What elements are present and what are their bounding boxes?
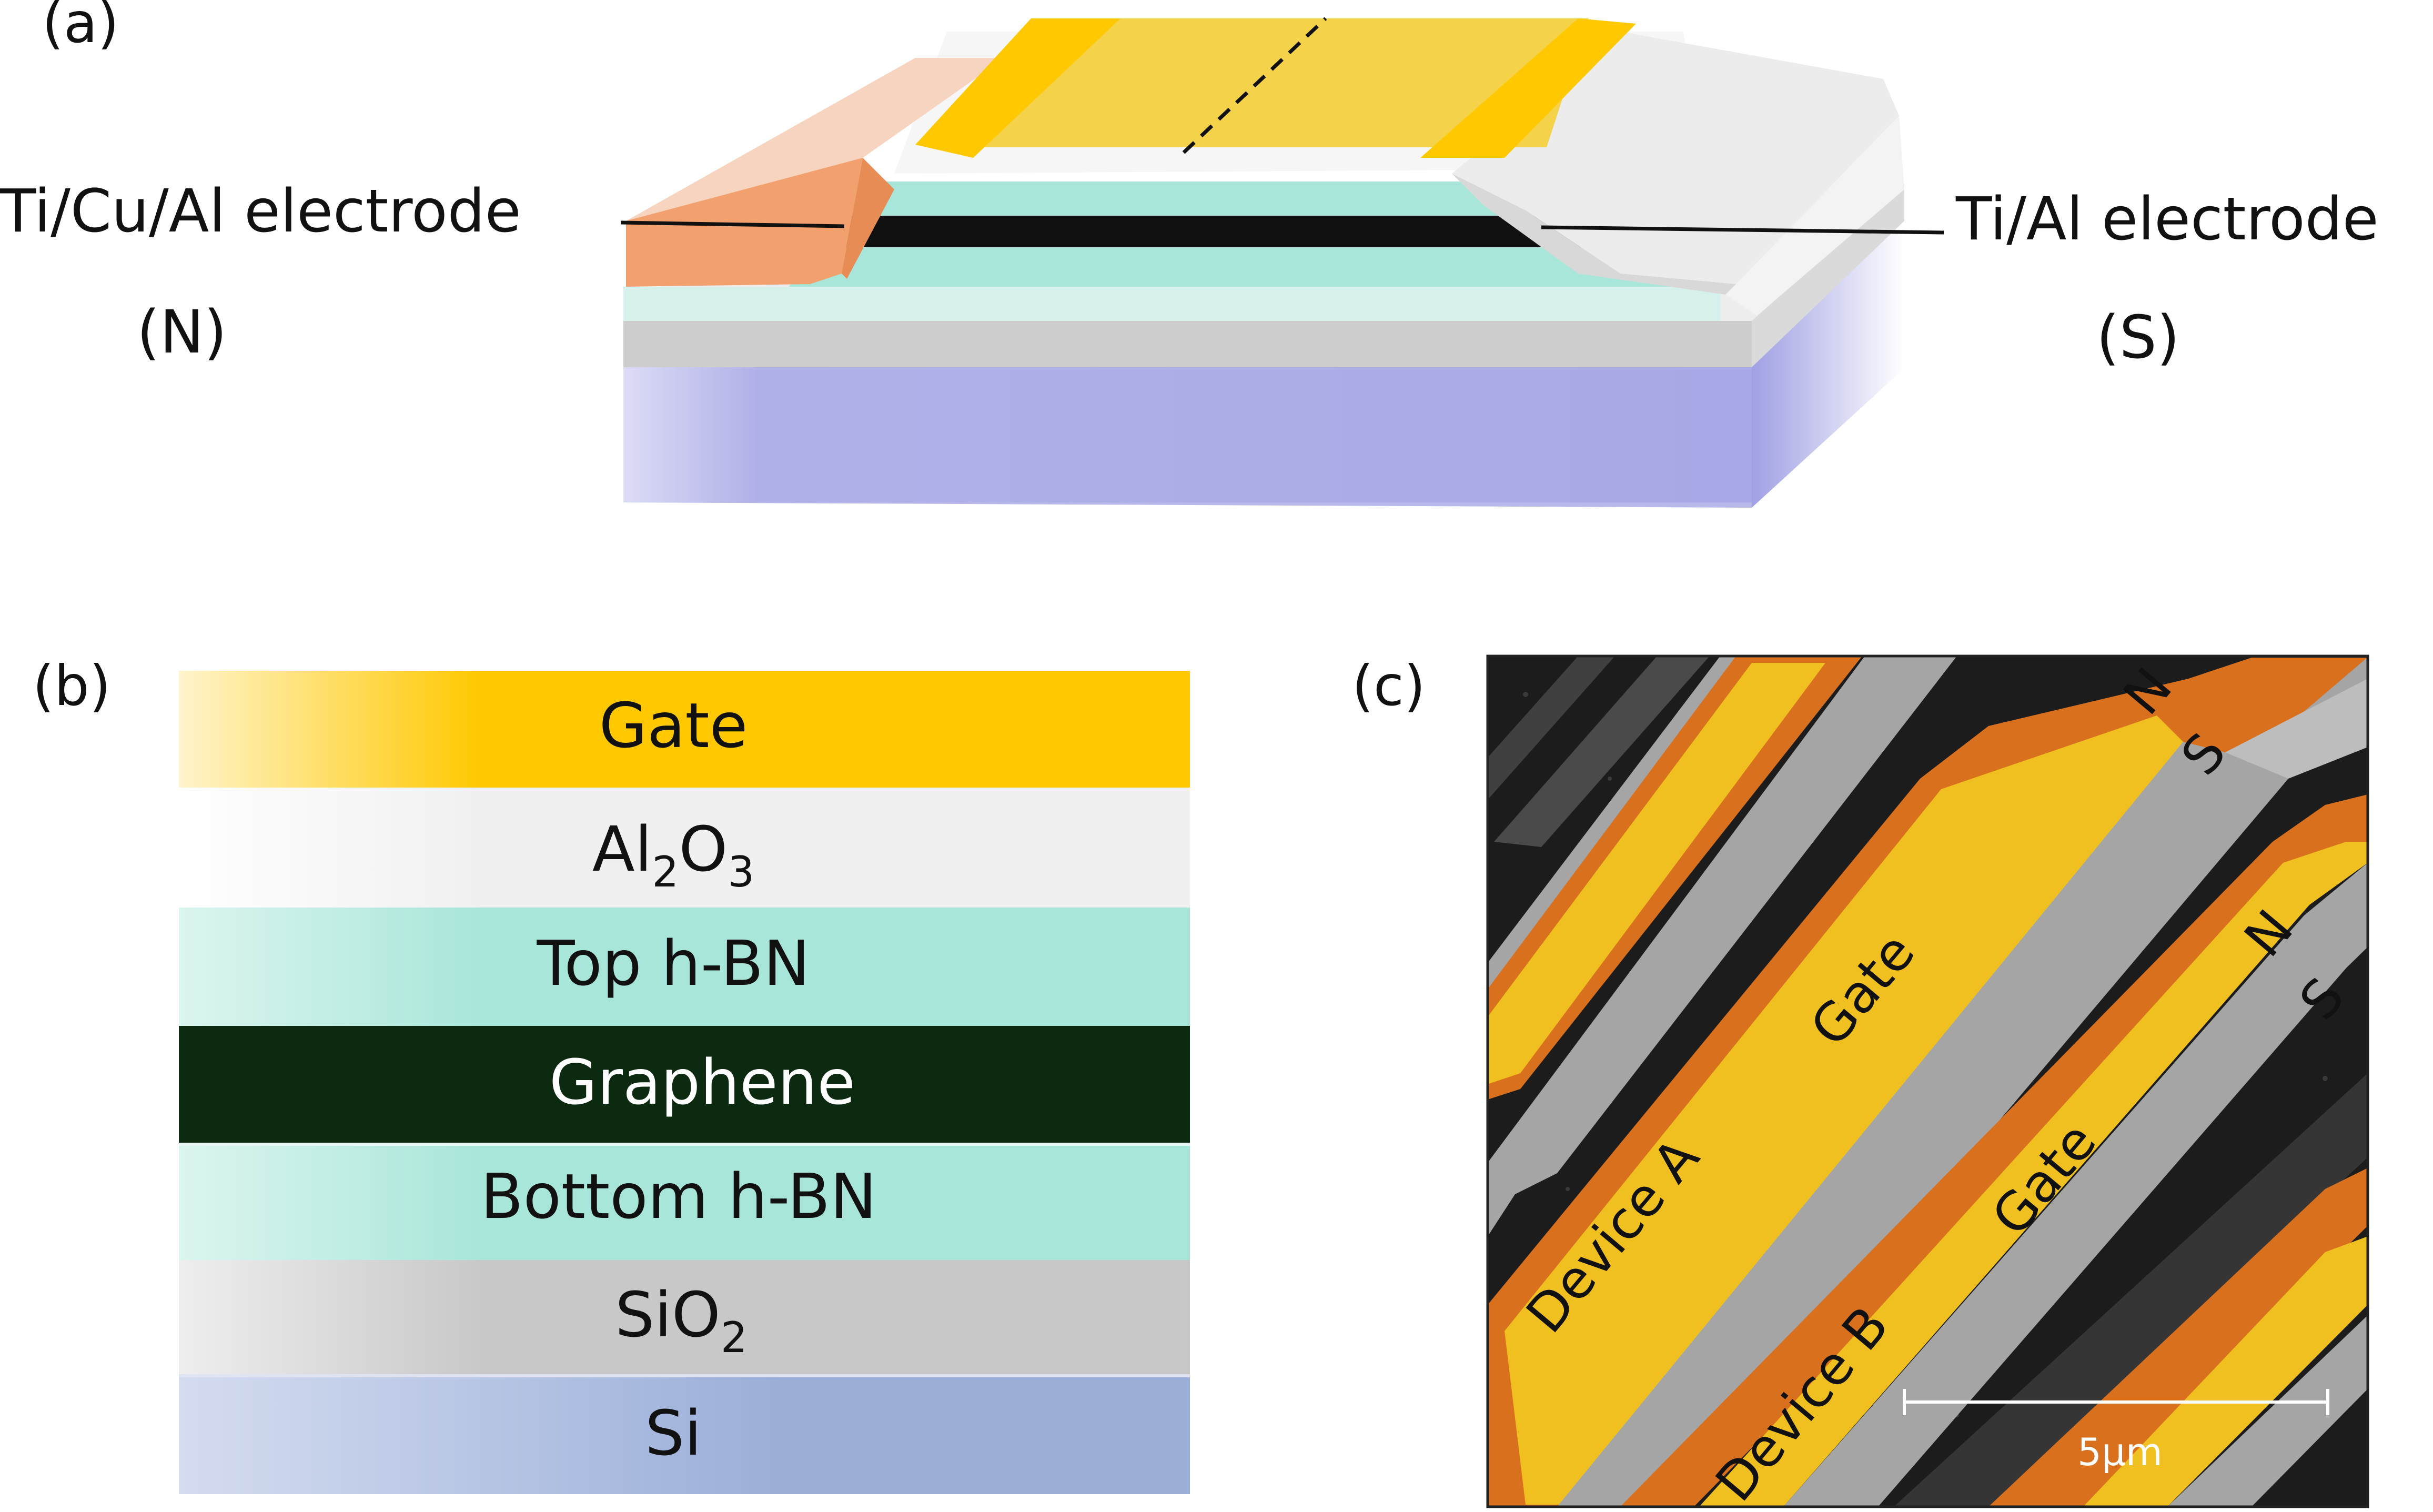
sem-frame — [1486, 654, 2369, 1508]
layer-gate-label: Gate — [599, 689, 748, 762]
layer-top-hbn — [179, 908, 1190, 1026]
layer-si — [179, 1376, 1190, 1494]
left-electrode-label: Ti/Cu/Al electrode — [0, 177, 521, 246]
si-substrate-block — [623, 221, 1904, 508]
device-b-strip — [1620, 794, 2368, 1507]
panel-c: (c) — [1352, 654, 2369, 1508]
layer-graphene-label: Graphene — [549, 1046, 855, 1118]
left-electrode-leader — [620, 220, 845, 228]
right-terminal-label: (S) — [2096, 304, 2179, 372]
layer-al2o3 — [179, 788, 1190, 908]
layer-sio2-label: SiO2 — [615, 1278, 747, 1362]
hbn-stack-3d — [623, 182, 1720, 321]
panel-b: (b) Gate Al2O3 Top h-BN Graphene Bottom … — [33, 654, 1190, 1494]
right-electrode-leader — [1541, 225, 1944, 235]
layer-graphene — [179, 1026, 1190, 1144]
panel-c-label: (c) — [1352, 654, 1426, 718]
device-a-strip — [1488, 656, 2368, 1507]
sem-image: 5µm N S N S Gate Gate Device A Device B — [1488, 656, 2368, 1507]
layer-bottom-hbn — [179, 1144, 1190, 1260]
layer-sio2 — [179, 1260, 1190, 1376]
scale-bar: 5µm — [1903, 1389, 2329, 1474]
top-gate-3d — [915, 17, 1636, 158]
layer-gate — [179, 671, 1190, 788]
layer-si-label: Si — [645, 1397, 702, 1469]
layer-top-hbn-label: Top h-BN — [536, 927, 810, 1000]
right-electrode-label: Ti/Al electrode — [1955, 185, 2379, 254]
panel-a-label: (a) — [42, 0, 119, 55]
graphene-layer-3d — [821, 216, 1626, 247]
layer-bottom-hbn-label: Bottom h-BN — [481, 1160, 877, 1233]
left-terminal-label: (N) — [137, 298, 227, 367]
scale-bar-label: 5µm — [2077, 1430, 2163, 1474]
panel-b-label: (b) — [33, 654, 111, 718]
panel-a: (a) — [0, 0, 2379, 508]
layer-al2o3-label: Al2O3 — [592, 813, 754, 896]
ti-cu-al-electrode-3d — [626, 58, 1005, 287]
